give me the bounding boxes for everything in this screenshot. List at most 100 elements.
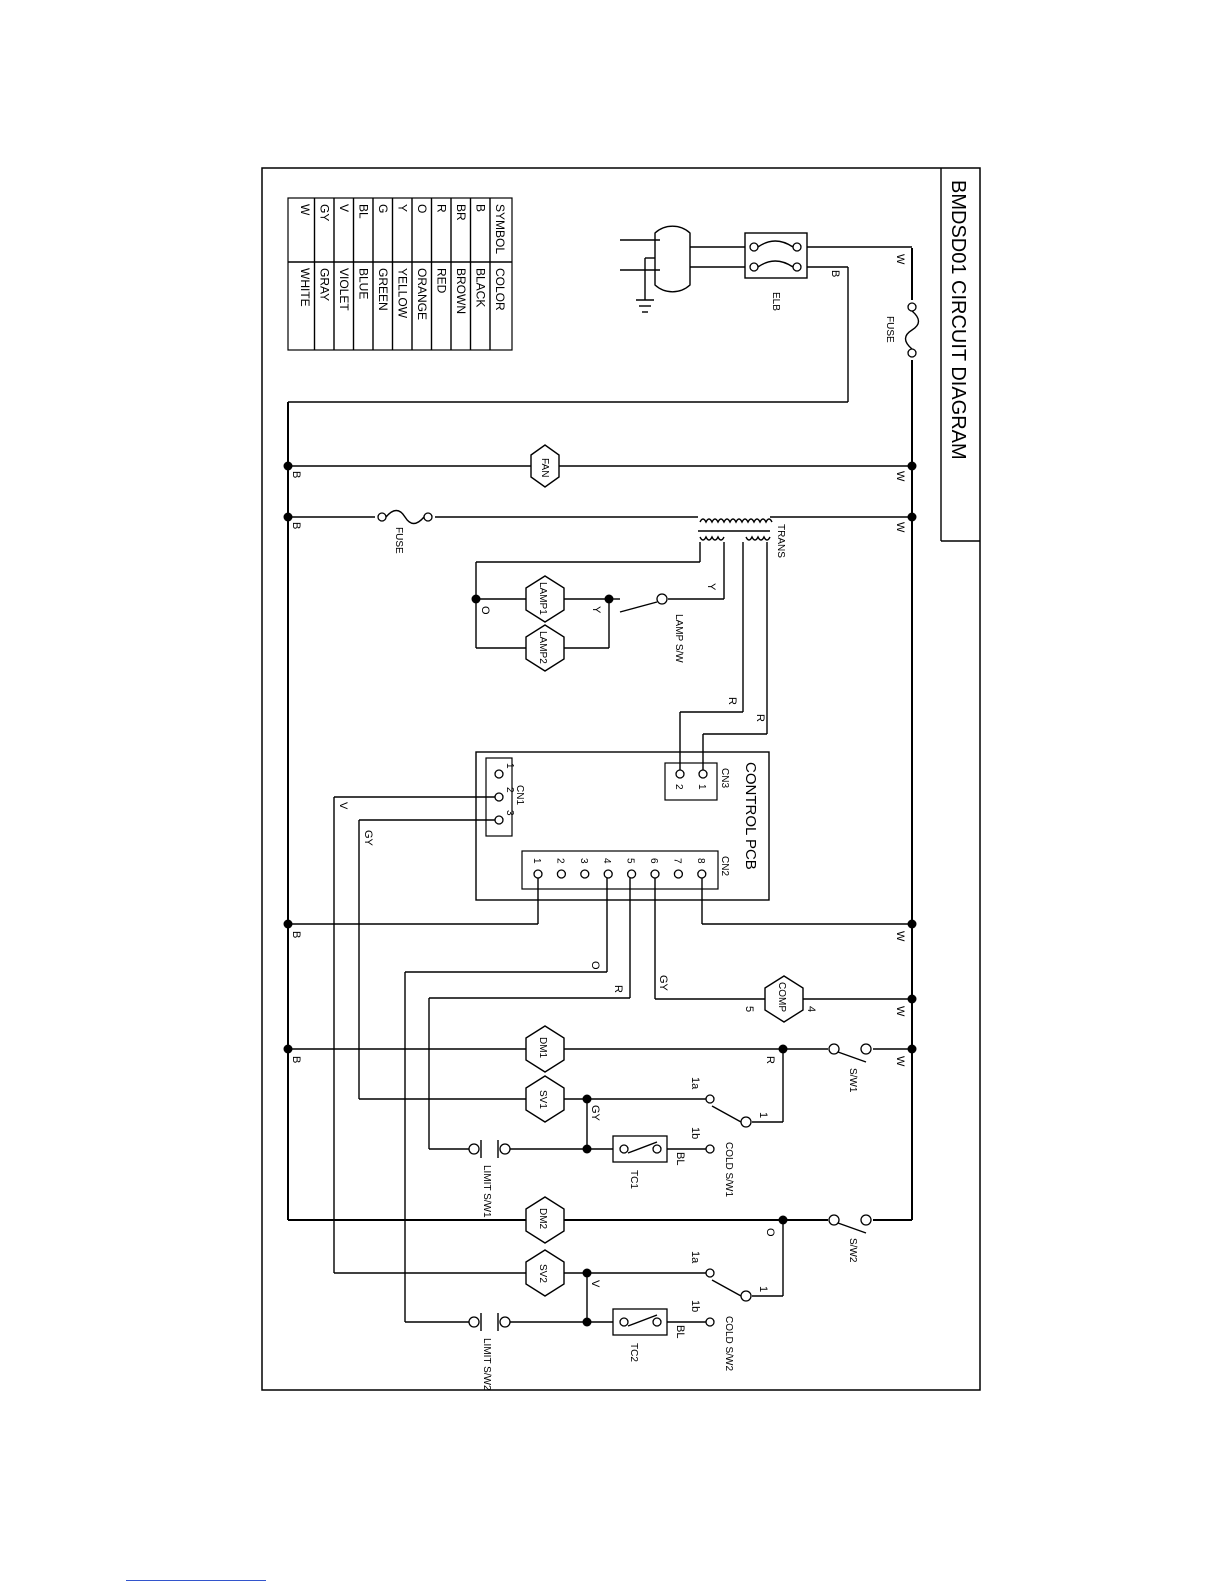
cn2-pin-terminal — [673, 869, 684, 879]
wire-label-b: B — [290, 931, 302, 938]
table-symbol-cell: BL — [357, 204, 371, 219]
tc2-label: TC2 — [628, 1343, 639, 1362]
cn1-pin: 2 — [504, 787, 515, 793]
cn2-pin-terminal — [533, 869, 543, 879]
fuse-main-label: FUSE — [884, 316, 895, 343]
elb-breaker: ELB — [744, 232, 808, 311]
trans-label: TRANS — [775, 524, 786, 558]
main-fuse: FUSE — [884, 300, 920, 360]
dm2-label: DM2 — [537, 1208, 548, 1230]
pcb-label: CONTROL PCB — [742, 762, 759, 870]
switch-2: S/W2 — [828, 1213, 873, 1263]
wire-label-v: V — [337, 802, 349, 810]
cn2-pin-terminal — [603, 869, 613, 879]
cn2-pin: 2 — [554, 858, 565, 864]
comp-pin: 4 — [805, 1006, 817, 1012]
table-color-cell: WHITE — [298, 268, 312, 307]
table-symbol-cell: G — [376, 204, 390, 213]
switch-1: S/W1 — [828, 1042, 873, 1093]
sv1-label: SV1 — [537, 1090, 548, 1109]
cold-sw2-pin: 1 — [757, 1286, 769, 1292]
wire-label-w: W — [894, 1006, 906, 1017]
lamp2: LAMP2 — [525, 624, 565, 672]
cold-sw1-pin: 1b — [689, 1127, 701, 1139]
lamp1-label: LAMP1 — [537, 582, 548, 615]
lamp2-label: LAMP2 — [537, 631, 548, 664]
wire-label-gy: GY — [657, 975, 669, 992]
cold-sw2-pin: 1a — [689, 1251, 701, 1264]
fan-label: FAN — [539, 458, 550, 477]
table-color-cell: COLOR — [493, 268, 507, 311]
wire-label-y: Y — [705, 583, 717, 591]
cn2-pin: 1 — [531, 858, 542, 864]
wire-label-y: Y — [590, 606, 602, 614]
table-symbol-cell: BR — [454, 204, 468, 221]
wire-label-o: O — [479, 606, 491, 615]
cn2-pin: 7 — [671, 858, 682, 864]
table-color-cell: YELLOW — [396, 268, 410, 319]
wire-label-w: W — [894, 522, 906, 533]
cn2-pin-terminal — [650, 869, 660, 879]
table-symbol-cell: SYMBOL — [493, 204, 507, 254]
table-color-cell: ORANGE — [415, 268, 429, 320]
fuse-trans-label: FUSE — [393, 527, 404, 554]
transformer: TRANS — [698, 512, 786, 558]
compressor: COMP 4 5 — [743, 975, 817, 1023]
table-symbol-cell: B — [474, 204, 488, 212]
cn2-pin: 4 — [601, 858, 612, 864]
table-color-cell: GREEN — [376, 268, 390, 311]
wire-label-bl: BL — [674, 1325, 686, 1338]
wire-label-b: B — [290, 471, 302, 478]
wire-label-o: O — [589, 961, 601, 970]
table-symbol-cell: R — [435, 204, 449, 213]
table-color-cell: GRAY — [318, 268, 332, 301]
tc1-thermostat: TC1 — [612, 1135, 668, 1189]
wire-label-v: V — [589, 1280, 601, 1288]
wire-label-r: R — [764, 1056, 776, 1064]
sv1-valve: SV1 — [525, 1075, 565, 1123]
fan-motor: FAN — [530, 444, 560, 488]
cold-sw1-pin: 1 — [757, 1112, 769, 1118]
cold-sw1-pin: 1a — [689, 1077, 701, 1090]
table-symbol-cell: GY — [318, 204, 332, 221]
limit-sw2-label: LIMIT S/W2 — [481, 1338, 492, 1391]
cn1-pin: 1 — [504, 763, 515, 769]
table-symbol-cell: W — [298, 204, 312, 216]
tc1-label: TC1 — [628, 1170, 639, 1189]
table-color-cell: RED — [435, 268, 449, 294]
lamp-sw-label: LAMP S/W — [673, 614, 684, 663]
dm2-motor: DM2 — [525, 1196, 565, 1244]
cn2-pin-terminal — [556, 869, 567, 879]
diagram-border — [261, 167, 981, 1391]
cn2-pin-terminal — [626, 869, 637, 879]
sv2-label: SV2 — [537, 1264, 548, 1283]
diagram-title: BMDSD01 CIRCUIT DIAGRAM — [947, 180, 969, 460]
table-color-cell: BLACK — [474, 268, 488, 307]
cn3-pin: 2 — [673, 784, 684, 790]
cn3-label: CN3 — [719, 768, 730, 788]
wire-label-w: W — [894, 254, 906, 265]
sw2-label: S/W2 — [847, 1238, 858, 1263]
table-color-cell: BROWN — [454, 268, 468, 314]
wire-label-b: B — [290, 522, 302, 529]
cn2-pin-terminal — [697, 869, 707, 879]
wire-label-b: B — [829, 270, 841, 277]
table-symbol-cell: O — [415, 204, 429, 213]
cold-sw2-label: COLD S/W2 — [723, 1316, 734, 1371]
wire-label-b: B — [290, 1056, 302, 1063]
wire-label-r: R — [612, 985, 624, 993]
wire-label-r: R — [726, 697, 738, 705]
tc2-thermostat: TC2 — [612, 1308, 668, 1362]
sv2-valve: SV2 — [525, 1249, 565, 1297]
limit-sw1-label: LIMIT S/W1 — [481, 1165, 492, 1218]
power-plug — [620, 225, 691, 313]
cn2-pin: 8 — [695, 858, 706, 864]
color-table: SYMBOLCOLORBBLACKBRBROWNRREDOORANGEYYELL… — [287, 197, 513, 351]
lamp1: LAMP1 — [525, 575, 565, 623]
wire-label-gy: GY — [589, 1105, 601, 1122]
limit-switch-1: LIMIT S/W1 — [468, 1140, 511, 1218]
elb-label: ELB — [770, 292, 781, 311]
trans-fuse: FUSE — [375, 509, 435, 554]
wire-label-w: W — [894, 931, 906, 942]
